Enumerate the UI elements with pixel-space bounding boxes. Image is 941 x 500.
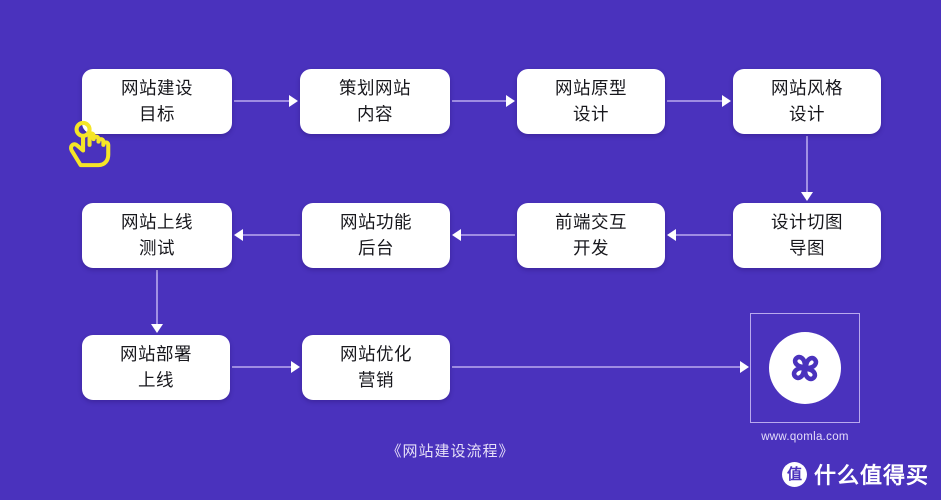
connector-arrowhead — [151, 324, 163, 333]
qomla-knot-logo-icon — [791, 354, 819, 382]
flow-node-line1: 网站功能 — [340, 212, 412, 233]
connector-c2 — [452, 95, 515, 107]
connector-c10 — [452, 361, 749, 373]
flow-node-n7[interactable]: 网站功能后台 — [302, 203, 450, 268]
connector-arrowhead — [722, 95, 731, 107]
flow-node-line1: 网站上线 — [121, 212, 193, 233]
flow-node-line2: 后台 — [358, 237, 394, 258]
flow-node-line1: 网站风格 — [771, 78, 843, 99]
connector-c7 — [234, 229, 300, 241]
flow-node-n1[interactable]: 网站建设目标 — [82, 69, 232, 134]
flow-node-line2: 内容 — [357, 103, 393, 124]
flow-node-n2[interactable]: 策划网站内容 — [300, 69, 450, 134]
qomla-logo-circle — [769, 332, 841, 404]
flow-node-line2: 开发 — [573, 237, 609, 258]
flow-node-n10[interactable]: 网站优化营销 — [302, 335, 450, 400]
flow-node-line2: 设计 — [573, 103, 609, 124]
connector-c5 — [667, 229, 731, 241]
flow-node-line1: 设计切图 — [771, 212, 843, 233]
connector-arrowhead — [452, 229, 461, 241]
flow-node-line2: 营销 — [358, 369, 394, 390]
flow-node-line1: 网站建设 — [121, 78, 193, 99]
flow-node-line1: 网站部署 — [120, 344, 192, 365]
flow-node-line1: 网站优化 — [340, 344, 412, 365]
qomla-logo-box — [750, 313, 860, 423]
flow-node-line2: 测试 — [139, 237, 175, 258]
connector-c4 — [801, 136, 813, 201]
watermark-badge-icon: 值 — [782, 461, 807, 487]
connector-arrowhead — [289, 95, 298, 107]
connector-c8 — [151, 270, 163, 333]
connector-arrowhead — [801, 192, 813, 201]
connector-arrowhead — [740, 361, 749, 373]
qomla-url-label: www.qomla.com — [761, 431, 849, 443]
connector-c1 — [234, 95, 298, 107]
watermark: 值 什么值得买 — [782, 458, 929, 490]
flow-node-line1: 网站原型 — [555, 78, 627, 99]
flow-node-n8[interactable]: 网站上线测试 — [82, 203, 232, 268]
flow-node-n5[interactable]: 设计切图导图 — [733, 203, 881, 268]
flow-node-n3[interactable]: 网站原型设计 — [517, 69, 665, 134]
flow-node-n4[interactable]: 网站风格设计 — [733, 69, 881, 134]
flow-node-line2: 目标 — [139, 103, 175, 124]
connector-c9 — [232, 361, 300, 373]
flow-node-line2: 上线 — [138, 369, 174, 390]
flow-node-line1: 前端交互 — [555, 212, 627, 233]
flow-node-n9[interactable]: 网站部署上线 — [82, 335, 230, 400]
flow-node-line2: 设计 — [789, 103, 825, 124]
connector-arrowhead — [234, 229, 243, 241]
connector-arrowhead — [291, 361, 300, 373]
flow-node-line2: 导图 — [789, 237, 825, 258]
connector-arrowhead — [506, 95, 515, 107]
flow-node-n6[interactable]: 前端交互开发 — [517, 203, 665, 268]
diagram-caption: 《网站建设流程》 — [386, 443, 515, 460]
connector-c6 — [452, 229, 515, 241]
watermark-label: 什么值得买 — [814, 463, 930, 488]
flow-node-line1: 策划网站 — [339, 78, 411, 99]
connector-c3 — [667, 95, 731, 107]
connector-arrowhead — [667, 229, 676, 241]
